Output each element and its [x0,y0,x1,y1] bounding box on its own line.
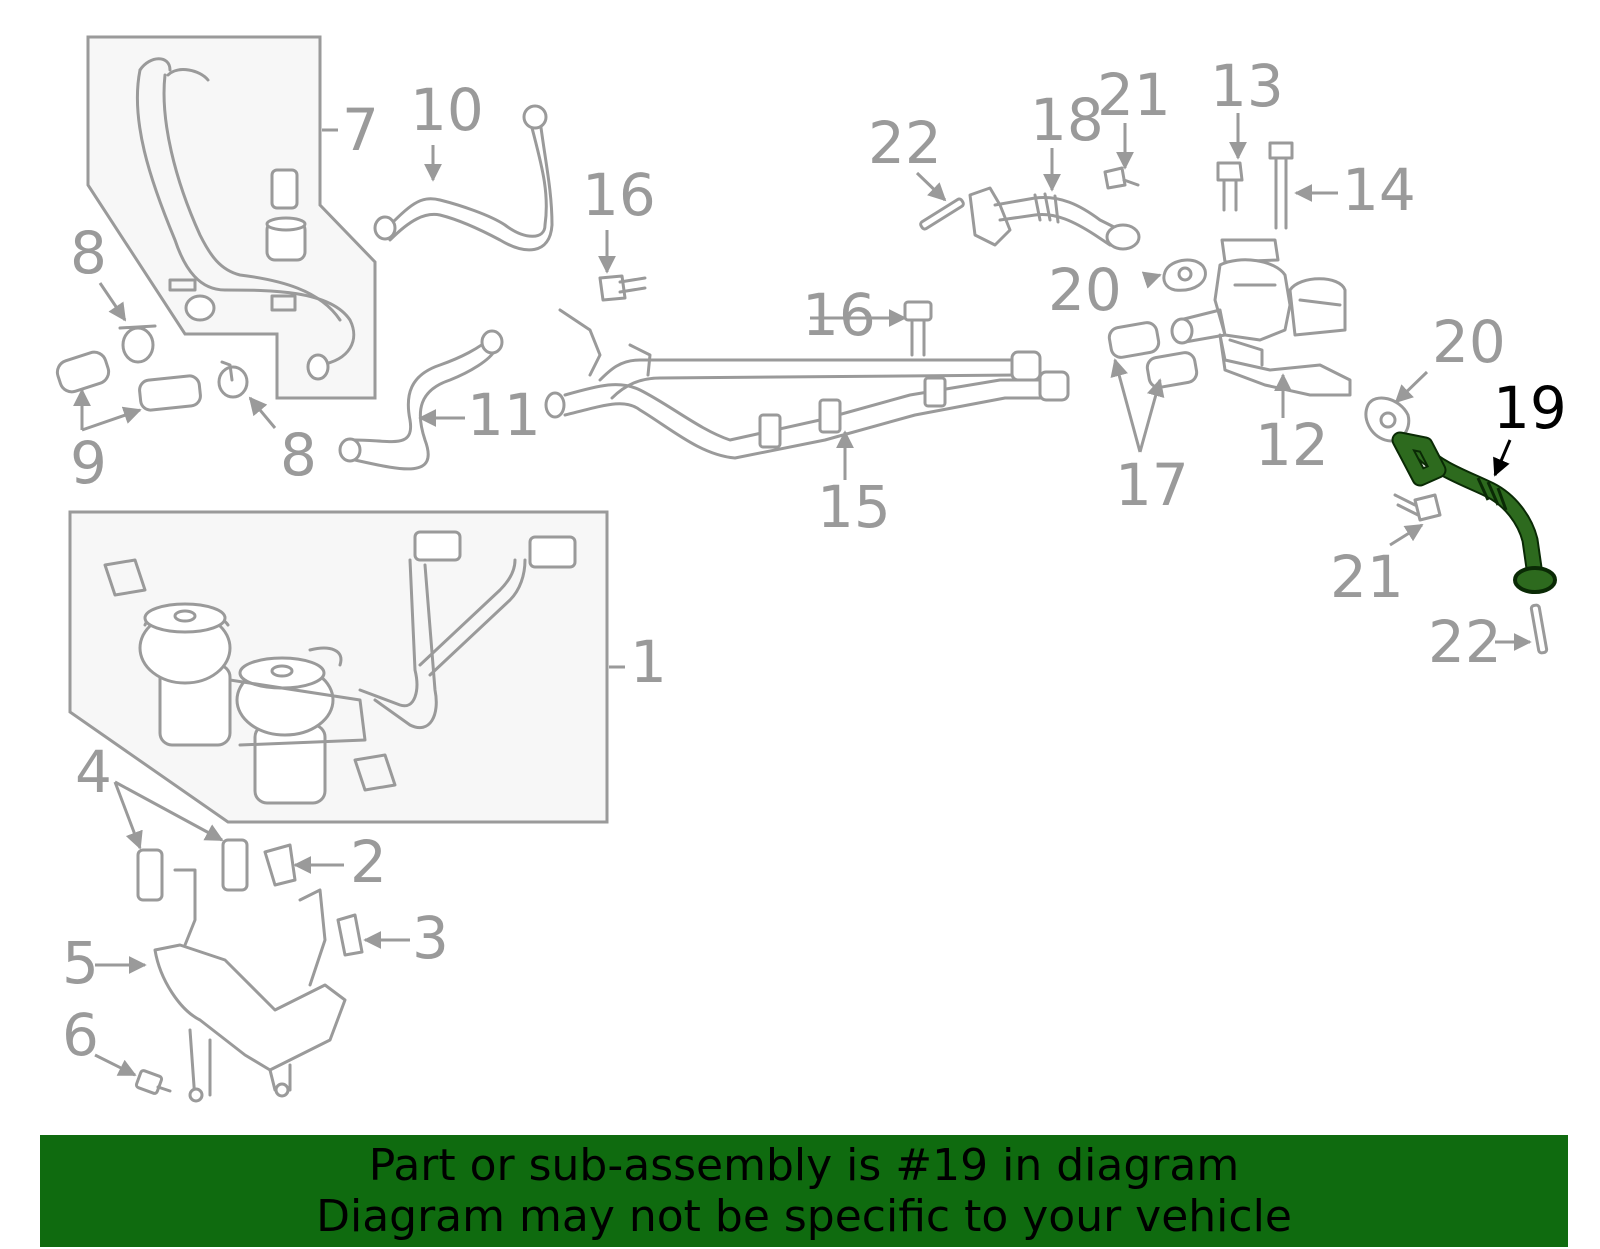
label-21-top: 21 [1097,61,1171,129]
label-16-top: 16 [582,161,656,229]
label-15: 15 [817,473,891,541]
label-10: 10 [410,76,484,144]
part-13-14-bolts [1216,141,1294,230]
label-14: 14 [1342,156,1416,224]
part-12-valve [1170,238,1352,397]
part-7-hose-assembly [86,35,377,400]
label-11: 11 [467,381,541,449]
part-21-bolts [1103,166,1442,522]
label-17: 17 [1115,451,1189,519]
label-1: 1 [630,628,667,696]
callout-labels: 7 10 16 16 22 18 21 13 14 20 20 19 12 17… [62,52,1567,1069]
part-5-bracket [153,868,347,1103]
label-3: 3 [412,904,449,972]
label-12: 12 [1255,411,1329,479]
label-22-bottom: 22 [1428,608,1502,676]
info-banner: Part or sub-assembly is #19 in diagram D… [40,1135,1568,1247]
leader-lines [73,113,1532,1077]
label-8-top: 8 [70,219,107,287]
part-22-pins [919,197,1549,655]
label-4: 4 [75,738,112,806]
part-19-pipe-highlighted [1391,431,1557,594]
banner-line-2: Diagram may not be specific to your vehi… [316,1191,1292,1242]
label-22-top: 22 [868,109,942,177]
part-2-3-4-insulators [136,838,364,957]
part-17-hoses [1107,321,1199,389]
part-10-hose [373,104,554,252]
banner-line-1: Part or sub-assembly is #19 in diagram [368,1140,1240,1191]
label-2: 2 [350,828,387,896]
label-13: 13 [1210,52,1284,120]
part-18-pipe [968,186,1141,251]
part-8-clamps-9-hoses [55,324,249,412]
label-16-mid: 16 [802,281,876,349]
part-1-air-pump-assembly [68,510,609,824]
label-20-left: 20 [1048,256,1122,324]
label-19: 19 [1493,374,1567,442]
label-7: 7 [342,96,379,164]
part-15-pipe [544,308,1070,460]
label-8-bottom: 8 [280,421,317,489]
label-21-bottom: 21 [1330,543,1404,611]
label-9: 9 [70,429,107,497]
part-6-bolt [134,1069,172,1095]
label-5: 5 [62,929,99,997]
part-20-gaskets [1162,258,1411,443]
label-18: 18 [1030,86,1104,154]
part-16-bolts [598,274,933,357]
label-6: 6 [62,1001,99,1069]
label-20-right: 20 [1432,308,1506,376]
